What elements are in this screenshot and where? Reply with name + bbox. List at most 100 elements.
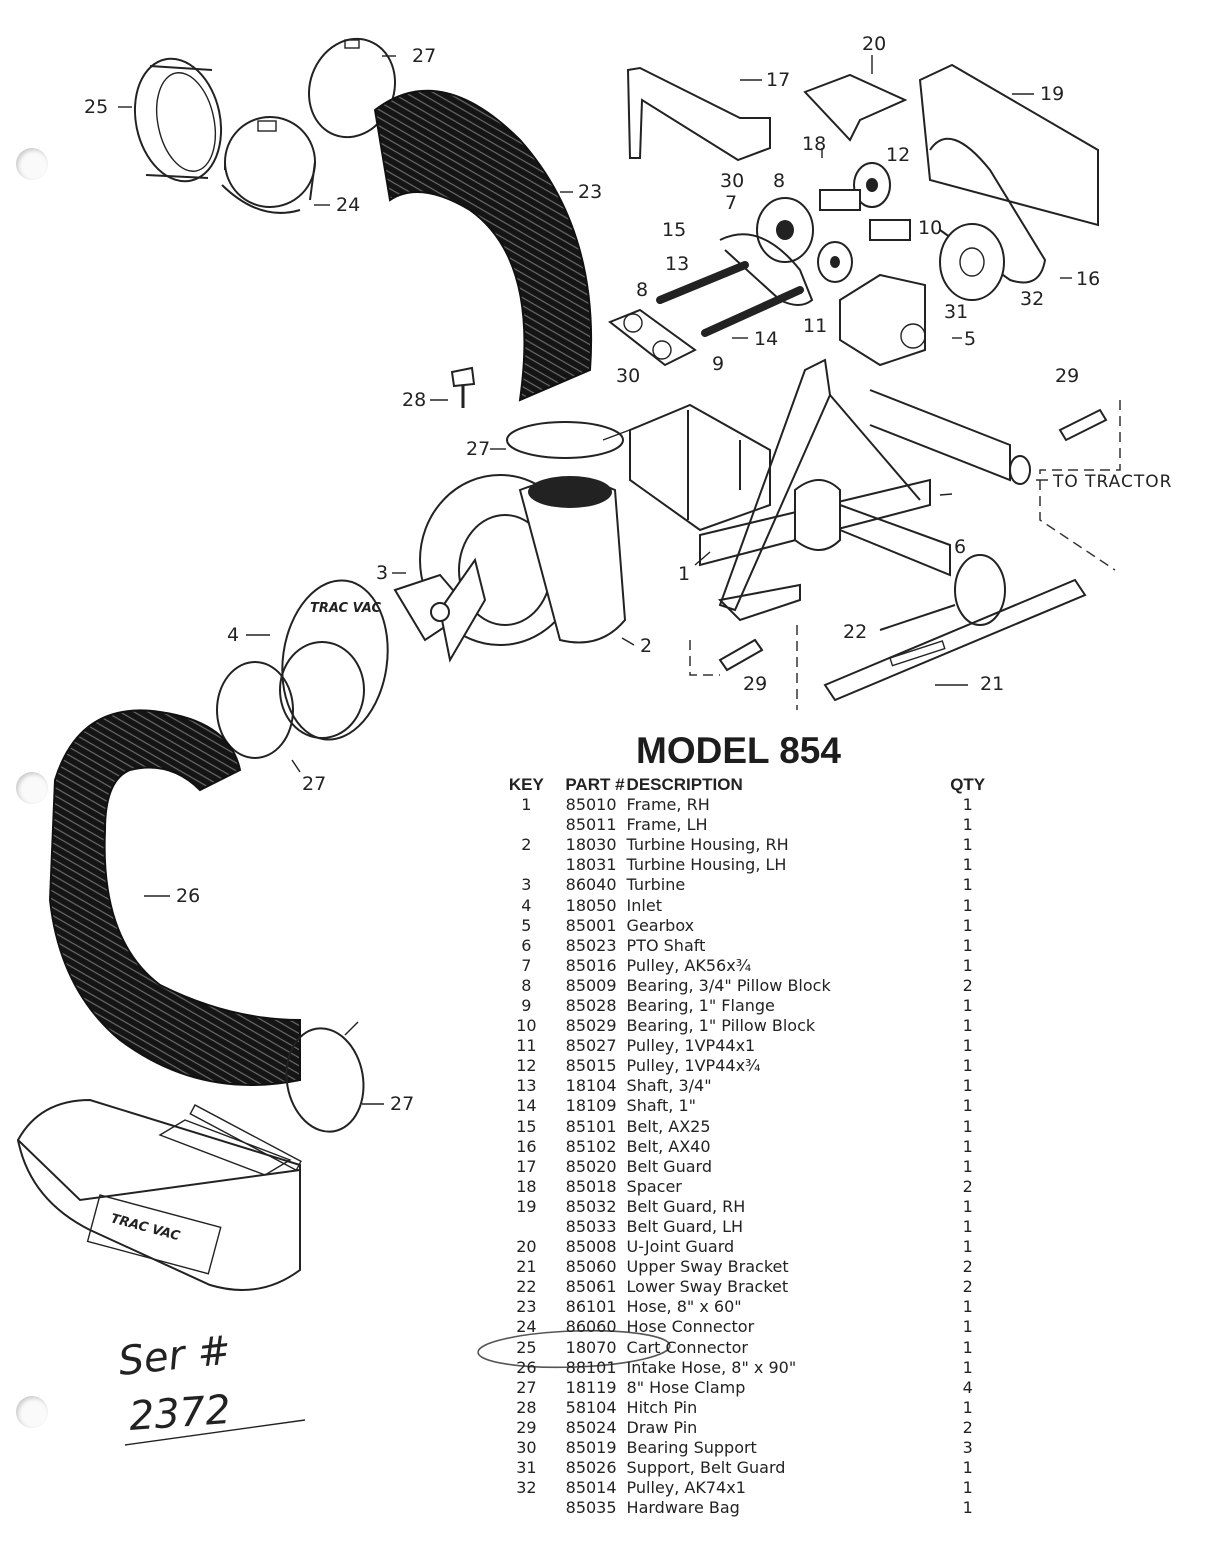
- header-key: KEY: [508, 775, 544, 794]
- row-part-number: 85011: [565, 815, 617, 835]
- parts-table-header: KEY PART # DESCRIPTION QTY: [495, 775, 995, 795]
- row-key: 13: [516, 1076, 537, 1096]
- callout-30-top: 30: [720, 170, 744, 192]
- row-description: Bearing Support: [626, 1438, 757, 1458]
- row-qty: 1: [962, 995, 973, 1015]
- row-description: Frame, RH: [626, 795, 710, 815]
- row-part-number: 85008: [565, 1237, 617, 1257]
- callout-18: 18: [802, 133, 826, 155]
- row-part-number: 18070: [565, 1337, 617, 1357]
- binder-hole-top: [16, 148, 48, 180]
- row-key: [495, 1217, 558, 1237]
- pto-shaft: [794, 479, 1006, 626]
- frame: [629, 358, 931, 622]
- callout-27-top: 27: [412, 45, 436, 67]
- row-part-number: 85015: [565, 1056, 617, 1076]
- row-key: 21: [516, 1257, 537, 1277]
- callout-32: 32: [1020, 288, 1044, 310]
- row-qty: 1: [962, 1478, 973, 1498]
- row-qty: 1: [962, 795, 973, 815]
- callout-31: 31: [944, 301, 968, 323]
- row-part-number: 85061: [565, 1277, 617, 1297]
- row-key: 28: [516, 1397, 537, 1417]
- callout-8-top: 8: [773, 170, 785, 192]
- row-qty: 1: [962, 1076, 973, 1096]
- callout-12: 12: [886, 144, 910, 166]
- row-qty: 1: [962, 1196, 973, 1216]
- to-tractor-label: TO TRACTOR: [1052, 472, 1172, 492]
- callout-26: 26: [176, 885, 200, 907]
- row-key: 26: [516, 1357, 537, 1377]
- dashed-guide-2: [689, 625, 798, 710]
- binder-hole-bottom: [16, 1396, 48, 1428]
- row-part-number: 18030: [565, 835, 617, 855]
- row-description: Cart Connector: [626, 1337, 748, 1357]
- pulley-large: [939, 223, 1005, 301]
- hose-connector: [221, 116, 316, 214]
- row-description: U-Joint Guard: [626, 1237, 735, 1257]
- row-part-number: 18031: [565, 855, 617, 875]
- row-description: Hitch Pin: [626, 1397, 698, 1417]
- hose-clamp-middle: [506, 421, 636, 459]
- row-description: Pulley, AK56x¾: [626, 955, 752, 975]
- row-part-number: 58104: [565, 1397, 617, 1417]
- row-description: Turbine Housing, RH: [626, 835, 789, 855]
- row-description: Belt Guard, LH: [626, 1217, 744, 1237]
- callout-labels: 25 27 24 23 28 27 3 4 2 27 26 27 17 20 1…: [84, 33, 1172, 1115]
- handwritten-serial-label: Ser #: [116, 1327, 233, 1385]
- row-part-number: 85014: [565, 1478, 617, 1498]
- row-qty: 1: [962, 1056, 973, 1076]
- inlet-brand-label: TRAC VAC: [310, 601, 381, 616]
- callout-10: 10: [918, 217, 942, 239]
- row-description: Turbine: [626, 875, 686, 895]
- row-description: Belt Guard, RH: [626, 1196, 746, 1216]
- intake-nozzle: TRAC VAC: [16, 1098, 302, 1291]
- row-part-number: 85033: [565, 1217, 617, 1237]
- dashed-guide-1: [1039, 400, 1121, 571]
- row-key: 25: [516, 1337, 537, 1357]
- callout-17: 17: [766, 69, 790, 91]
- row-description: Bearing, 1" Pillow Block: [626, 1016, 816, 1036]
- row-description: Support, Belt Guard: [626, 1458, 786, 1478]
- row-part-number: 18050: [565, 895, 617, 915]
- row-qty: 2: [962, 975, 973, 995]
- row-description: Bearing, 1" Flange: [626, 995, 775, 1015]
- row-part-number: 85101: [565, 1116, 617, 1136]
- row-qty: 1: [962, 1016, 973, 1036]
- row-description: Belt Guard: [626, 1156, 712, 1176]
- row-part-number: 85020: [565, 1156, 617, 1176]
- row-key: 19: [516, 1196, 537, 1216]
- callout-27-middle: 27: [466, 438, 490, 460]
- row-key: 12: [516, 1056, 537, 1076]
- row-description: Pulley, AK74x1: [626, 1478, 746, 1498]
- row-part-number: 88101: [565, 1357, 617, 1377]
- callout-4: 4: [227, 624, 239, 646]
- belt-large: [929, 137, 1047, 284]
- pillow-block-bearings: [819, 189, 911, 241]
- row-qty: 1: [962, 1458, 973, 1478]
- row-qty: 2: [962, 1176, 973, 1196]
- callout-22: 22: [843, 621, 867, 643]
- callout-25: 25: [84, 96, 108, 118]
- row-qty: 1: [962, 815, 973, 835]
- belt-guard-rh: [918, 63, 1099, 227]
- driveline-upper: [869, 389, 1031, 485]
- row-key: 15: [516, 1116, 537, 1136]
- row-key: 30: [516, 1438, 537, 1458]
- callout-11: 11: [803, 315, 827, 337]
- row-qty: 1: [962, 1136, 973, 1156]
- row-qty: 1: [962, 1237, 973, 1257]
